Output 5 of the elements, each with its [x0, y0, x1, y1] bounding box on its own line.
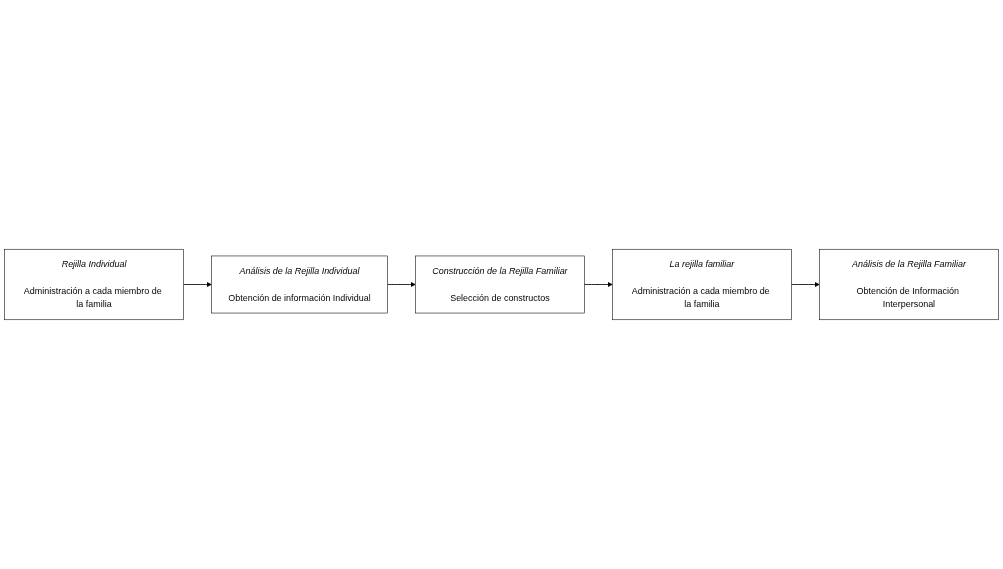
node-box: Análisis de la Rejilla Familiar Obtención de Información Interpersonal	[819, 248, 999, 321]
node-box: Análisis de la Rejilla Individual Obtención de información Individual	[211, 255, 388, 314]
node-box: Rejilla Individual Administración a cada miembro de la familia	[4, 248, 184, 321]
node-box: La rejilla familiar Administración a cada miembro de la familia	[612, 248, 792, 321]
node-box: Construcción de la Rejilla Familiar Selección de constructos	[415, 255, 585, 314]
